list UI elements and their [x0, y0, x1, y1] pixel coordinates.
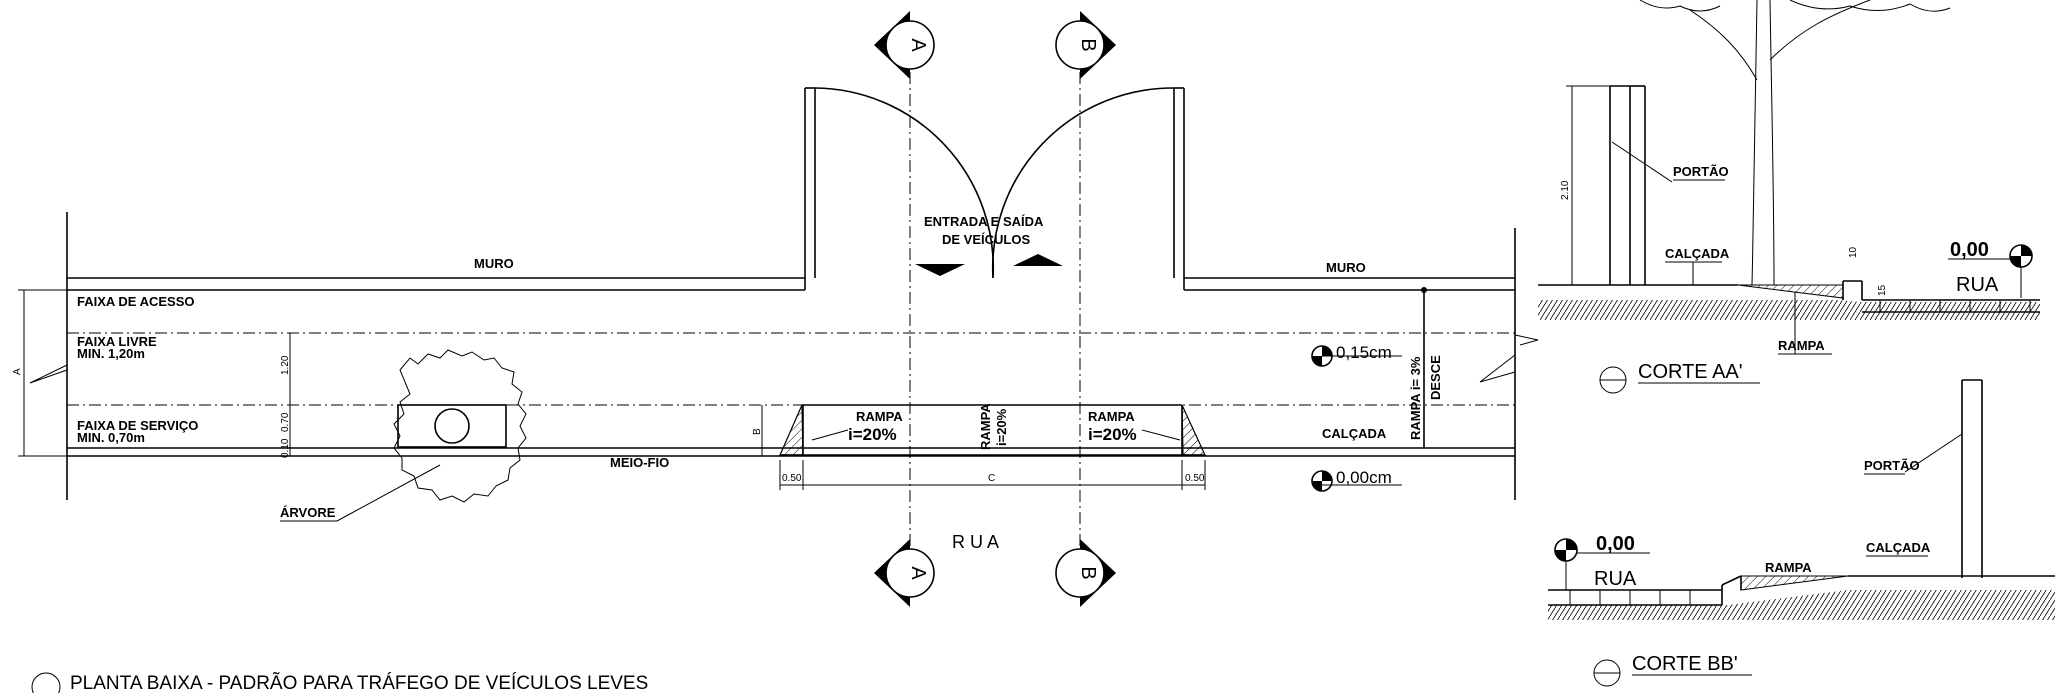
ground-hatch-bb: [1548, 590, 2055, 620]
dim-050-left: 0.50: [782, 473, 802, 484]
rampa-center-slope: i=20%: [994, 408, 1009, 446]
rampa-left-slope: i=20%: [848, 425, 897, 444]
rua-bb-label: RUA: [1594, 568, 1637, 590]
level-aa-label: 0,00: [1950, 239, 1989, 261]
arrow-down-icon: [915, 264, 965, 276]
faixa-servico-label: FAIXA DE SERVIÇO: [77, 418, 198, 433]
meio-fio-label: MEIO-FIO: [610, 455, 669, 470]
muro-left-label: MURO: [474, 256, 514, 271]
arrow-up-icon: [1013, 254, 1063, 266]
ramp-hatch-left: [779, 404, 804, 456]
faixa-livre-min: MIN. 1,20m: [77, 346, 145, 361]
level-bb-label: 0,00: [1596, 533, 1635, 555]
tree-symbol: [393, 349, 527, 503]
dim-c-label: C: [988, 473, 995, 484]
break-symbol-left: [29, 364, 68, 384]
level-marker-aa: 0,00: [1948, 239, 2033, 298]
entrada-label-2: DE VEÍCULOS: [942, 232, 1030, 247]
faixa-livre-label: FAIXA LIVRE: [77, 334, 157, 349]
gate-swing-right: [991, 87, 1175, 279]
plan-title: PLANTA BAIXA - PADRÃO PARA TRÁFEGO DE VE…: [70, 672, 648, 693]
gate-swing-left: [814, 87, 995, 279]
ramp-bb-hatch: [1740, 575, 1849, 591]
rampa-bb-label: RAMPA: [1765, 560, 1812, 575]
section-marker-a-bottom: A: [874, 539, 935, 607]
level-top-label: 0,15cm: [1336, 343, 1392, 362]
section-b-top-label: B: [1077, 38, 1099, 51]
corte-bb-section: PORTÃO CALÇADA RAMPA 0,00 RUA CORTE BB': [1548, 379, 2055, 687]
rampa-center-label: RAMPA: [978, 403, 993, 450]
rampa-aa-label: RAMPA: [1778, 338, 1825, 353]
level-marker-bottom: 0,00cm: [1311, 468, 1402, 492]
corte-aa-section: 2.10 PORTÃO CALÇADA RAMPA 10: [1514, 0, 2040, 394]
faixa-servico-min: MIN. 0,70m: [77, 430, 145, 445]
corte-bb-title: CORTE BB': [1632, 653, 1738, 675]
section-marker-b-bottom: B: [1055, 539, 1116, 607]
tree-pit: [397, 404, 507, 448]
desce-label: DESCE: [1428, 355, 1443, 400]
tree-trunk-section: [1751, 0, 1775, 286]
ground-hatch: [1538, 300, 2040, 320]
section-a-bottom-label: A: [907, 566, 929, 580]
dim-a-label: A: [12, 368, 23, 375]
calcada-bb-label: CALÇADA: [1866, 540, 1931, 555]
tree-canopy: [1639, 0, 1951, 81]
dim-050-right: 0.50: [1185, 473, 1205, 484]
rampa-right-label: RAMPA: [1088, 409, 1135, 424]
dim-120-label: 1.20: [280, 355, 291, 375]
level-bottom-label: 0,00cm: [1336, 468, 1392, 487]
section-marker-b-top: B: [1055, 11, 1116, 79]
rua-label: R U A: [952, 532, 999, 552]
plan-view: A 1.20 0.70 0.10 B 0.50 0.50 C MURO MURO…: [12, 11, 1516, 693]
rua-aa-label: RUA: [1956, 274, 1999, 296]
dim-010-label: 0.10: [280, 438, 291, 458]
title-circle: [31, 672, 61, 693]
dim-10-label: 10: [1848, 246, 1859, 258]
dim-070-label: 0.70: [280, 412, 291, 432]
rampa-desce-label: RAMPA i= 3%: [1408, 356, 1423, 440]
section-a-top-label: A: [907, 38, 929, 52]
rampa-right-slope: i=20%: [1088, 425, 1137, 444]
corte-aa-title: CORTE AA': [1638, 361, 1743, 383]
faixa-acesso-label: FAIXA DE ACESSO: [77, 294, 195, 309]
break-symbol-aa: [1514, 334, 1539, 346]
dim-b-label: B: [752, 428, 763, 435]
dim-15-label: 15: [1877, 284, 1888, 296]
entrada-label-1: ENTRADA E SAÍDA: [924, 214, 1044, 229]
tree-trunk: [434, 408, 470, 444]
level-marker-bb: 0,00: [1554, 533, 1650, 590]
section-b-bottom-label: B: [1077, 566, 1099, 579]
ramp-hatch-right: [1181, 404, 1206, 456]
level-marker-top: 0,15cm: [1311, 343, 1402, 367]
portao-bb-label: PORTÃO: [1864, 458, 1920, 473]
break-symbol-right: [1479, 354, 1516, 383]
arvore-label: ÁRVORE: [280, 505, 336, 520]
ramp-section-hatch: [1737, 284, 1844, 299]
muro-right-label: MURO: [1326, 260, 1366, 275]
rampa-left-label: RAMPA: [856, 409, 903, 424]
section-marker-a-top: A: [874, 11, 935, 79]
dim-210-label: 2.10: [1560, 180, 1571, 200]
calcada-label: CALÇADA: [1322, 426, 1387, 441]
calcada-aa-label: CALÇADA: [1665, 246, 1730, 261]
portao-aa-label: PORTÃO: [1673, 164, 1729, 179]
